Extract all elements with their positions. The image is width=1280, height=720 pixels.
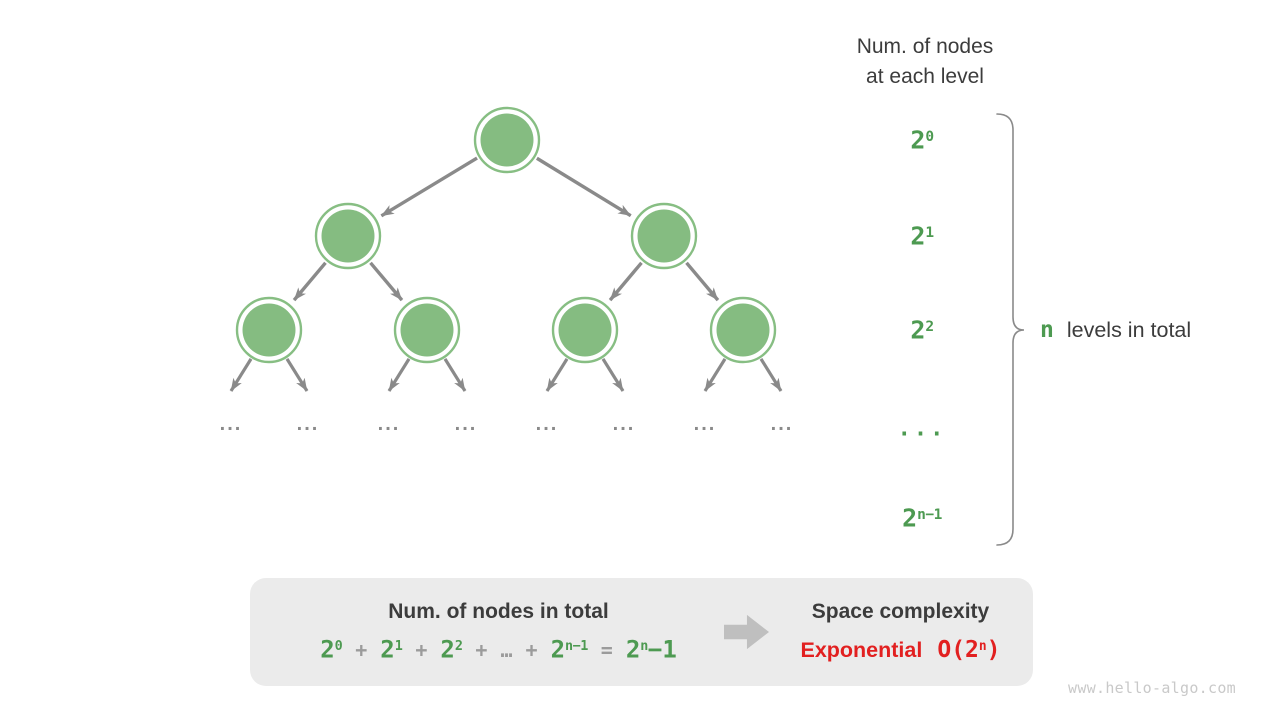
formula-operator: + <box>475 638 488 663</box>
formula-term: 2n−1 <box>625 635 677 664</box>
continuation-ellipsis: ... <box>220 413 243 435</box>
level-ellipsis: ... <box>897 416 947 442</box>
leaf-stub-arrow <box>229 358 253 392</box>
level-count-label: 22 <box>910 315 934 345</box>
big-o-notation: O(2n) <box>937 637 1001 664</box>
tree-node-ring <box>551 296 619 364</box>
complexity-class-label: Exponential <box>800 638 923 663</box>
tree-edge-arrow <box>535 156 632 218</box>
tree-node <box>242 303 296 357</box>
levels-note-n: n <box>1040 317 1054 343</box>
levels-note-text: levels in total <box>1066 318 1192 342</box>
space-complexity-result: Exponential O(2n) <box>800 632 1000 665</box>
total-nodes-formula: 20 +21 +22 + … +2n−1 = 2n−1 <box>320 632 677 665</box>
formula-term: 2n−1 <box>550 635 589 664</box>
space-complexity-title: Space complexity <box>811 599 990 623</box>
continuation-ellipsis: ... <box>771 413 794 435</box>
watermark: www.hello-algo.com <box>1068 679 1236 697</box>
right-column-header: Num. of nodes at each level <box>857 32 994 92</box>
leaf-stub-arrow <box>443 358 467 392</box>
formula-term: 22 <box>440 635 463 664</box>
tree-edge-arrow <box>292 261 327 302</box>
formula-operator: … <box>500 638 513 663</box>
tree-edge-arrow <box>608 261 643 302</box>
leaf-stub-arrow <box>545 358 569 392</box>
leaf-stub-arrow <box>387 358 411 392</box>
space-complexity-panel: Space complexity Exponential O(2n) <box>768 578 1033 686</box>
leaf-stub-arrow <box>759 358 783 392</box>
tree-node-ring <box>473 106 541 174</box>
leaf-stub-arrow <box>703 358 727 392</box>
tree-node <box>716 303 770 357</box>
header-line-1: Num. of nodes <box>856 35 994 58</box>
continuation-ellipsis: ... <box>455 413 478 435</box>
formula-term: 21 <box>380 635 403 664</box>
tree-node-ring <box>393 296 461 364</box>
formula-operator: = <box>600 638 613 663</box>
tree-node <box>480 113 534 167</box>
tree-edge-arrow <box>380 156 478 218</box>
continuation-ellipsis: ... <box>297 413 320 435</box>
tree-node <box>558 303 612 357</box>
total-nodes-panel: Num. of nodes in total 20+21+22+…+2n−1=2… <box>250 578 747 686</box>
tree-edge-arrow <box>369 261 404 302</box>
summary-box: Num. of nodes in total 20+21+22+…+2n−1=2… <box>250 578 1033 686</box>
levels-brace <box>996 113 1025 546</box>
formula-operator: + <box>525 638 538 663</box>
tree-node-ring <box>314 202 382 270</box>
formula-operator: + <box>415 638 428 663</box>
continuation-ellipsis: ... <box>694 413 717 435</box>
formula-term: 20 <box>320 635 343 664</box>
tree-node <box>321 209 375 263</box>
continuation-ellipsis: ... <box>613 413 636 435</box>
header-line-2: at each level <box>866 65 984 88</box>
level-count-label: 20 <box>910 125 934 155</box>
level-count-label: 21 <box>910 221 934 251</box>
tree-node-ring <box>630 202 698 270</box>
tree-node-ring <box>709 296 777 364</box>
formula-operator: + <box>355 638 368 663</box>
continuation-ellipsis: ... <box>536 413 559 435</box>
leaf-stub-arrow <box>285 358 309 392</box>
tree-node <box>400 303 454 357</box>
tree-edge-arrow <box>685 261 720 302</box>
level-count-label: 2n−1 <box>902 503 942 533</box>
tree-node <box>637 209 691 263</box>
continuation-ellipsis: ... <box>378 413 401 435</box>
total-nodes-title: Num. of nodes in total <box>388 599 609 623</box>
leaf-stub-arrow <box>601 358 625 392</box>
levels-note: n levels in total <box>1040 317 1191 343</box>
tree-node-ring <box>235 296 303 364</box>
